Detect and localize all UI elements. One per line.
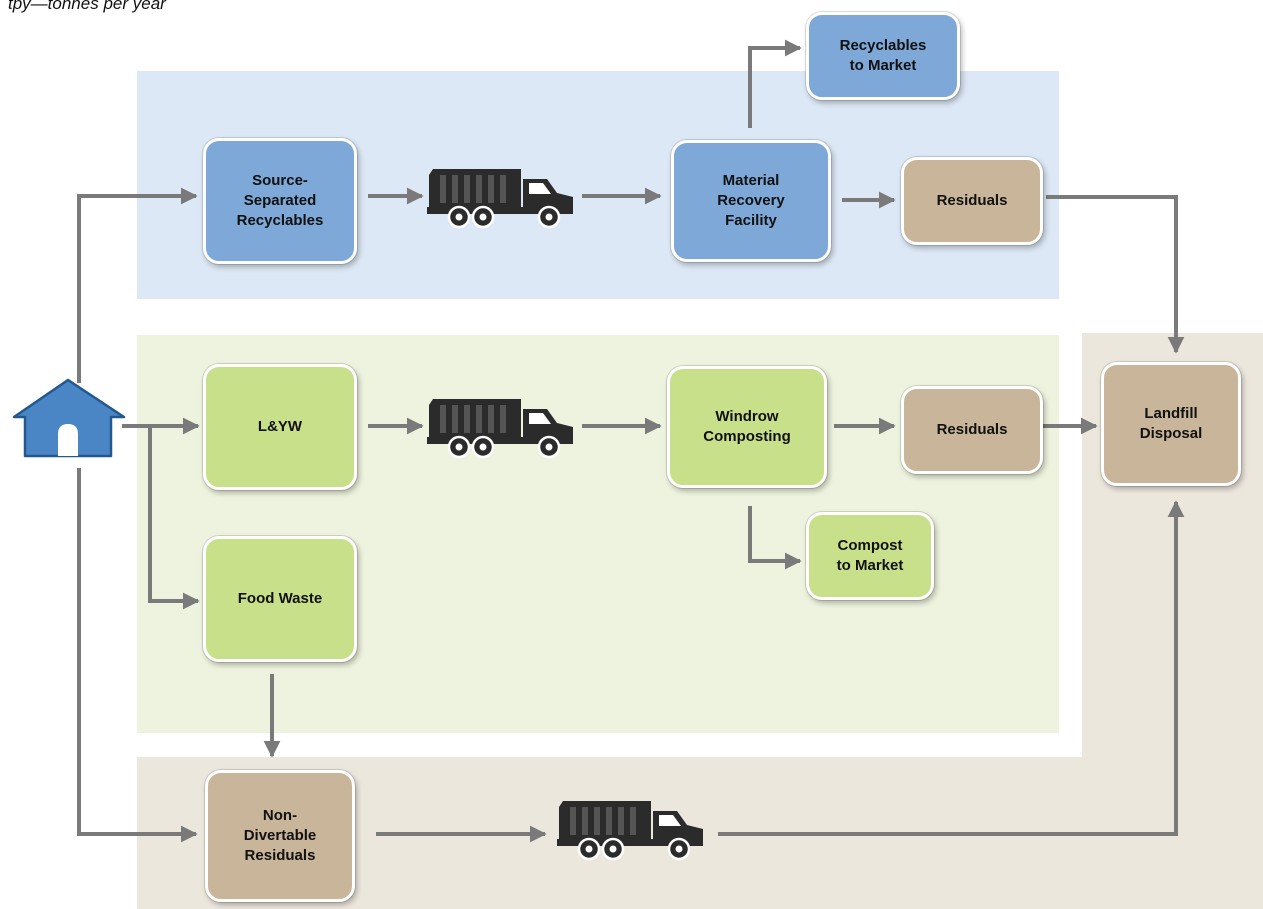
diagram-caption: tpy—tonnes per year [8,0,166,13]
residuals-composting-label: Residuals [936,421,1008,438]
arrow-windrow-to-compost-market [748,506,802,570]
arrow-house-to-source-separated [77,187,198,383]
recyclables-to-market-label: Recyclables to Market [839,37,927,74]
arrow-mrf-to-recyclables-market [748,39,802,128]
garbage-truck-icon [427,399,573,459]
residuals-composting-node: Residuals [901,386,1043,474]
landfill-disposal-label: Landfill Disposal [1139,405,1203,442]
arrow-truck-to-landfill [718,500,1185,836]
residuals-mrf-label: Residuals [936,192,1008,209]
residuals-mrf-node: Residuals [901,157,1043,245]
recyclables-to-market-node: Recyclables to Market [806,12,960,100]
food-waste-node: Food Waste [203,536,357,662]
lyw-node: L&YW [203,364,357,490]
arrow-residuals-top-to-landfill [1046,195,1185,354]
windrow-composting-node: Windrow Composting [667,366,827,488]
material-recovery-facility-node: Material Recovery Facility [671,140,831,262]
house-icon [12,378,126,458]
garbage-truck-icon [557,801,703,861]
non-divertable-residuals-node: Non- Divertable Residuals [205,770,355,902]
source-separated-recyclables-label: Source- Separated Recyclables [236,172,324,229]
arrow-house-to-non-divertable [77,468,198,843]
garbage-truck-icon [427,169,573,229]
material-recovery-facility-label: Material Recovery Facility [717,172,785,229]
non-divertable-residuals-label: Non- Divertable Residuals [243,807,317,864]
lyw-label: L&YW [257,418,303,435]
compost-to-market-node: Compost to Market [806,512,934,600]
compost-to-market-label: Compost to Market [836,537,904,574]
source-separated-recyclables-node: Source- Separated Recyclables [203,138,357,264]
arrow-house-to-food-waste [148,426,200,610]
food-waste-label: Food Waste [237,590,323,607]
landfill-disposal-node: Landfill Disposal [1101,362,1241,486]
windrow-composting-label: Windrow Composting [703,408,791,445]
